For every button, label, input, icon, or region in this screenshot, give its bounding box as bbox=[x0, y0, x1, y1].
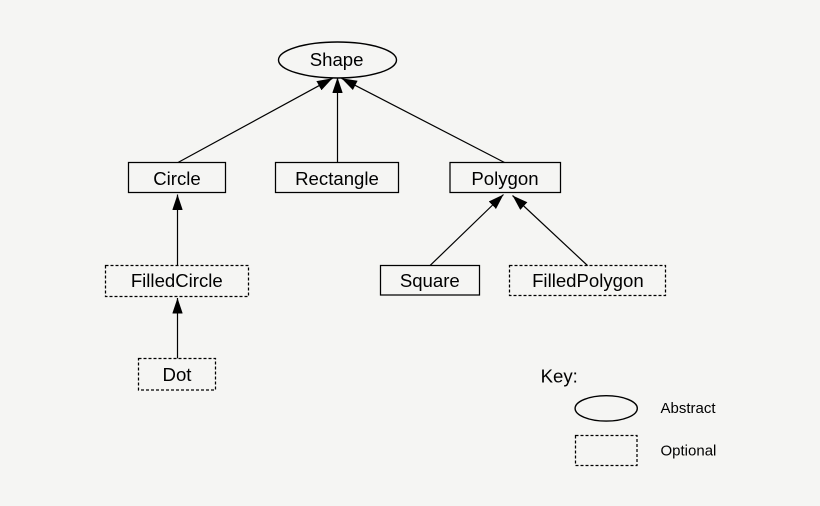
svg-text:Circle: Circle bbox=[153, 168, 201, 189]
svg-text:FilledPolygon: FilledPolygon bbox=[532, 270, 644, 291]
svg-text:Shape: Shape bbox=[310, 49, 364, 70]
svg-text:Square: Square bbox=[400, 270, 460, 291]
svg-text:Dot: Dot bbox=[163, 364, 193, 385]
svg-text:Optional: Optional bbox=[661, 443, 717, 460]
svg-text:Polygon: Polygon bbox=[471, 168, 538, 189]
svg-text:Key:: Key: bbox=[541, 365, 578, 386]
svg-text:Abstract: Abstract bbox=[661, 400, 717, 417]
svg-text:FilledCircle: FilledCircle bbox=[131, 270, 223, 291]
svg-text:Rectangle: Rectangle bbox=[295, 168, 379, 189]
